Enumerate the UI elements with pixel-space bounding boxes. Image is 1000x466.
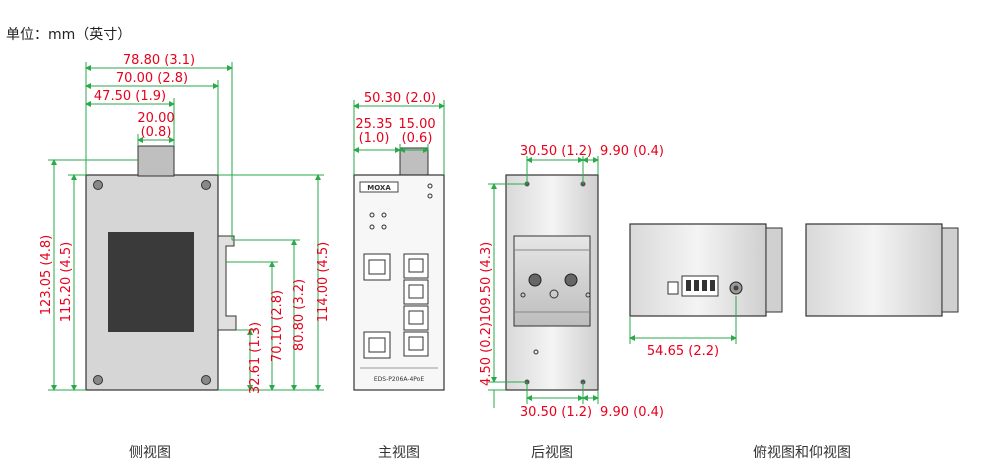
rear-bottom-hole: 30.50 (1.2) <box>520 405 592 420</box>
side-width-top-line2: (0.8) <box>141 125 172 140</box>
side-view: 78.80 (3.1) 70.00 (2.8) 47.50 (1.9) 20.0… <box>39 53 331 394</box>
bottom-view-body <box>805 223 943 317</box>
side-view-top-tab <box>137 145 175 177</box>
side-width-half: 47.50 (1.9) <box>94 89 166 104</box>
front-width-left-line2: (1.0) <box>359 131 390 146</box>
side-width-top-line1: 20.00 <box>137 111 174 126</box>
side-height-rail-top: 80.80 (3.2) <box>292 279 307 351</box>
side-view-screw <box>201 180 211 190</box>
unit-label: 单位：mm（英寸） <box>6 27 132 43</box>
caption-side-view: 侧视图 <box>129 445 171 461</box>
front-width-right-line2: (0.6) <box>402 131 433 146</box>
rear-height: 109.50 (4.3) <box>479 242 494 322</box>
rear-bottom-edge: 9.90 (0.4) <box>600 405 664 420</box>
side-width-overall: 78.80 (3.1) <box>123 53 195 68</box>
front-view-port <box>403 253 429 279</box>
front-view-port <box>403 279 429 305</box>
side-height-rail-low: 32.61 (1.3) <box>248 322 263 394</box>
caption-top-bottom-view: 俯视图和仰视图 <box>753 445 851 461</box>
top-width: 54.65 (2.2) <box>647 344 719 359</box>
rear-bottom-offset: 4.50 (0.2) <box>479 322 494 386</box>
rear-view-screw <box>564 273 578 287</box>
caption-front-view: 主视图 <box>378 445 420 461</box>
rear-top-hole: 30.50 (1.2) <box>520 144 592 159</box>
front-view: MOXA EDS-P206A-4PoE <box>353 91 445 391</box>
side-view-screw <box>93 375 103 385</box>
drawing-canvas: 78.80 (3.1) 70.00 (2.8) 47.50 (1.9) 20.0… <box>39 53 959 420</box>
side-height-total: 123.05 (4.8) <box>39 235 54 315</box>
rear-top-edge: 9.90 (0.4) <box>600 144 664 159</box>
side-view-window <box>108 232 194 332</box>
front-view-port <box>363 331 391 359</box>
front-view-top-tab <box>399 147 429 177</box>
top-view-body <box>629 223 767 317</box>
side-height-body: 115.20 (4.5) <box>59 242 74 322</box>
front-width-overall: 50.30 (2.0) <box>364 91 436 106</box>
side-height-right: 114.00 (4.5) <box>316 242 331 322</box>
front-view-port <box>363 253 391 281</box>
rear-view-screw <box>528 273 542 287</box>
side-height-rail: 70.10 (2.8) <box>270 290 285 362</box>
caption-rear-view: 后视图 <box>531 445 573 461</box>
front-view-logo <box>359 181 399 193</box>
side-view-screw <box>93 180 103 190</box>
front-view-port <box>403 305 429 331</box>
front-view-model: EDS-P206A-4PoE <box>374 376 424 383</box>
bottom-view-rail <box>941 227 959 313</box>
front-view-brand: MOXA <box>367 184 391 192</box>
front-width-right-line1: 15.00 <box>398 117 435 132</box>
side-view-screw <box>201 375 211 385</box>
front-view-port <box>403 331 429 357</box>
top-bottom-view: 54.65 (2.2) <box>629 223 959 359</box>
side-view-din-clip <box>217 235 237 331</box>
front-width-left-line1: 25.35 <box>355 117 392 132</box>
rear-view: 30.50 (1.2) 9.90 (0.4) 109.50 (4.3) 4.50… <box>479 144 664 420</box>
top-view-rail <box>765 227 783 313</box>
side-width-body: 70.00 (2.8) <box>116 71 188 86</box>
